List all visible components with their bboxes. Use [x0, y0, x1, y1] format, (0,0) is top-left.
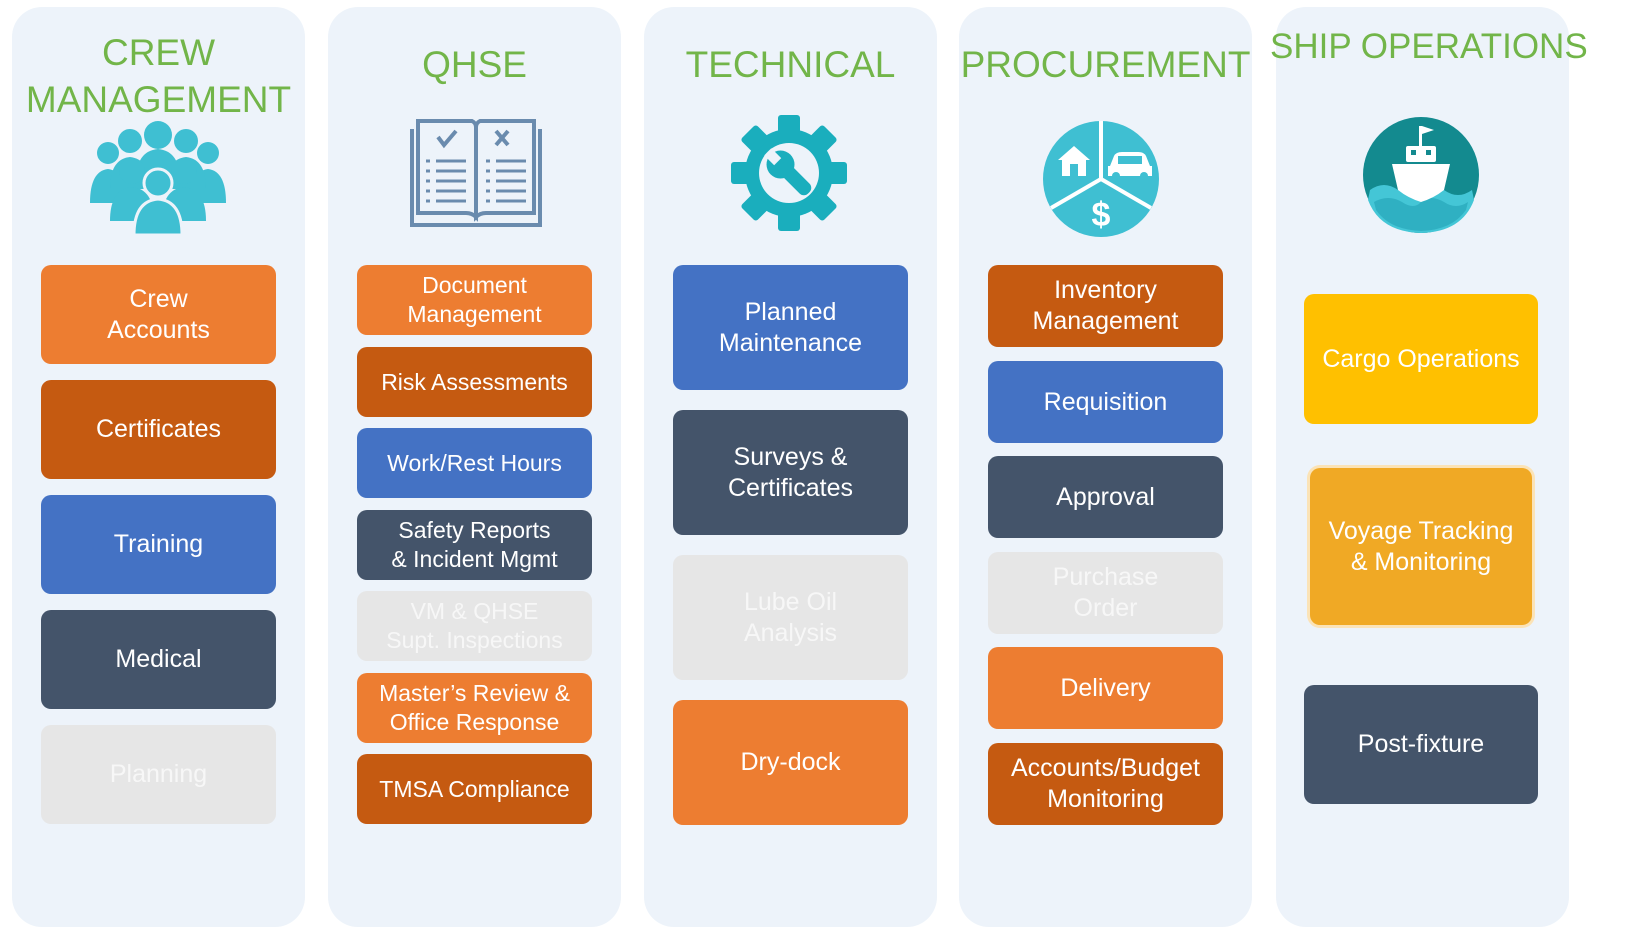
house-car-dollar-pie-icon: $: [1042, 120, 1160, 243]
gear-wrench-icon: [730, 114, 848, 237]
tile-dry-dock[interactable]: Dry-dock: [673, 700, 908, 825]
tile-tmsa-compliance[interactable]: TMSA Compliance: [357, 754, 592, 824]
column-technical: TECHNICAL Planned Maintenan: [644, 7, 937, 927]
tile-safety-reports[interactable]: Safety Reports & Incident Mgmt: [357, 510, 592, 580]
tile-crew-accounts[interactable]: Crew Accounts: [41, 265, 276, 364]
column-title: QHSE: [422, 44, 527, 85]
tile-purchase-order[interactable]: Purchase Order: [988, 552, 1223, 634]
column-ship-operations: SHIP OPERATIONS Cargo Operations Voyage …: [1270, 7, 1588, 927]
tile-post-fixture[interactable]: Post-fixture: [1304, 685, 1538, 804]
column-crew-management: CREW MANAGEMENT Crew Accounts Certificat…: [12, 7, 305, 927]
tile-voyage-tracking[interactable]: Voyage Tracking & Monitoring: [1310, 468, 1532, 625]
ship-on-waves-icon: [1362, 116, 1480, 239]
tile-masters-review[interactable]: Master’s Review & Office Response: [357, 673, 592, 743]
column-title: SHIP OPERATIONS: [1270, 27, 1588, 66]
tile-approval[interactable]: Approval: [988, 456, 1223, 538]
column-procurement: PROCUREMENT $ Inventory Management Requi…: [959, 7, 1252, 927]
tile-surveys-certificates[interactable]: Surveys & Certificates: [673, 410, 908, 535]
people-group-icon: [88, 119, 228, 240]
tile-vm-qhse-inspections[interactable]: VM & QHSE Supt. Inspections: [357, 591, 592, 661]
tile-risk-assessments[interactable]: Risk Assessments: [357, 347, 592, 417]
column-qhse: QHSE Document Management Risk Assessment…: [328, 7, 621, 927]
tile-inventory-management[interactable]: Inventory Management: [988, 265, 1223, 347]
tile-work-rest-hours[interactable]: Work/Rest Hours: [357, 428, 592, 498]
tile-planned-maintenance[interactable]: Planned Maintenance: [673, 265, 908, 390]
tile-accounts-budget-monitoring[interactable]: Accounts/Budget Monitoring: [988, 743, 1223, 825]
tile-cargo-operations[interactable]: Cargo Operations: [1304, 294, 1538, 424]
svg-text:$: $: [1092, 196, 1111, 234]
column-title: CREW MANAGEMENT: [25, 32, 292, 120]
tile-training[interactable]: Training: [41, 495, 276, 594]
open-checklist-book-icon: [408, 117, 544, 234]
tile-document-management[interactable]: Document Management: [357, 265, 592, 335]
tile-delivery[interactable]: Delivery: [988, 647, 1223, 729]
column-title: PROCUREMENT: [960, 44, 1251, 85]
column-title: TECHNICAL: [685, 44, 896, 85]
tile-requisition[interactable]: Requisition: [988, 361, 1223, 443]
tile-planning[interactable]: Planning: [41, 725, 276, 824]
tile-lube-oil-analysis[interactable]: Lube Oil Analysis: [673, 555, 908, 680]
tile-medical[interactable]: Medical: [41, 610, 276, 709]
tile-certificates[interactable]: Certificates: [41, 380, 276, 479]
